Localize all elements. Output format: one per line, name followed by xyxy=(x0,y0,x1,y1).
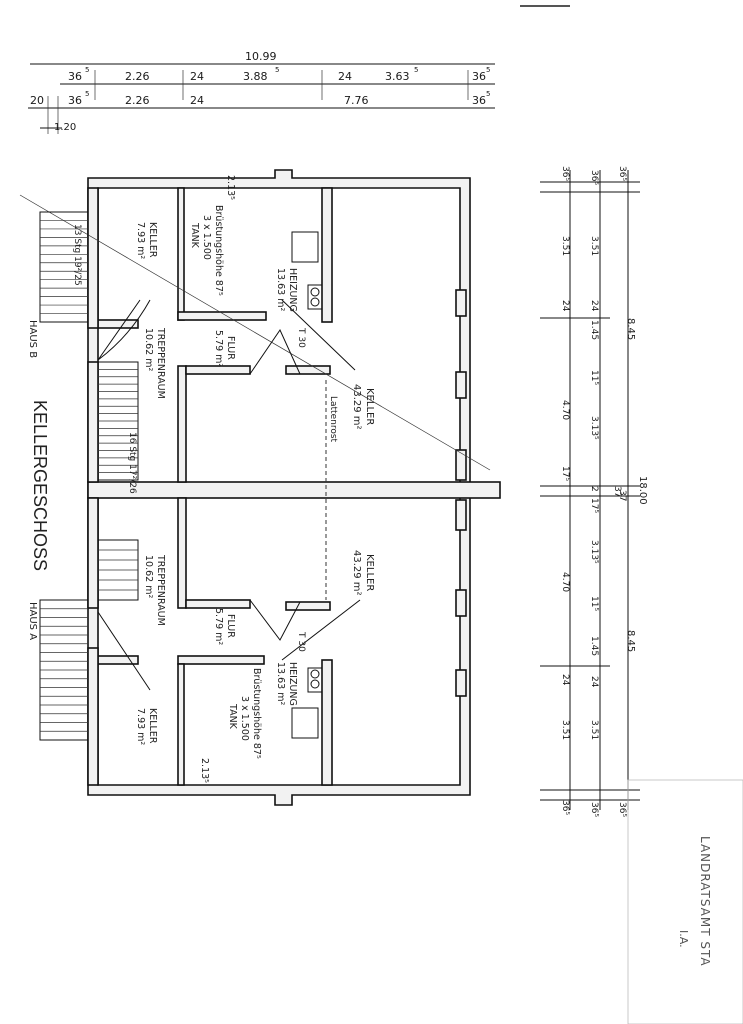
dim-col-mid-12: 3.51 xyxy=(589,720,599,740)
dim-r1-0-sup: 5 xyxy=(85,66,89,74)
dim-r2-3: 24 xyxy=(190,94,204,107)
dim-r1-1: 2.26 xyxy=(125,70,150,83)
dim-r2-5: 36 xyxy=(472,94,486,107)
dim-col-outer-1: 3.51 xyxy=(560,236,570,256)
dim-col-mid-3: 1.45 xyxy=(589,320,599,340)
dim-col-outer-3: 4.70 xyxy=(560,400,570,420)
dim-col-mid-13: 36⁵ xyxy=(589,802,599,817)
dim-col-outer-4: 17⁵ xyxy=(560,466,570,481)
dim-r2-1-sup: 5 xyxy=(85,90,89,98)
dim-col-mid-0: 36⁵ xyxy=(589,170,599,185)
dim-r1-5: 3.63 xyxy=(385,70,410,83)
dim-col-outer-7: 3.51 xyxy=(560,720,570,740)
dim-col-mid-10: 1.45 xyxy=(589,636,599,656)
dim-r2-4: 7.76 xyxy=(344,94,369,107)
dim-col-outer-0: 36⁵ xyxy=(560,166,570,181)
dim-r1-3-sup: 5 xyxy=(275,66,279,74)
stairs-haus-b xyxy=(39,211,139,481)
dim-r1-0: 36 xyxy=(68,70,82,83)
dim-r1-2: 24 xyxy=(190,70,204,83)
dim-col-mid-7: 17⁵ xyxy=(589,498,599,513)
dim-col-mid-6: 2 xyxy=(589,486,599,492)
dim-col-inner-2: 36⁵ xyxy=(617,802,627,817)
dim-r2-0: 20 xyxy=(30,94,44,107)
dim-r3: 1.20 xyxy=(54,122,76,133)
overall-width: 10.99 xyxy=(245,50,277,63)
dim-col-outer-5: 4.70 xyxy=(560,572,570,592)
dim-col-mid-4: 11⁵ xyxy=(589,370,599,385)
dim-r1-6: 36 xyxy=(472,70,486,83)
dim-col-mid-11: 24 xyxy=(589,676,599,688)
boiler-fixtures xyxy=(291,231,323,739)
dim-r2-2: 2.26 xyxy=(125,94,150,107)
dim-col-mid-5: 3.13⁵ xyxy=(589,416,599,440)
building-walls xyxy=(87,169,501,806)
dim-col-outer-2: 24 xyxy=(560,300,570,312)
dim-col-outer-6: 24 xyxy=(560,674,570,686)
right-dimension-labels: 36⁵ 3.51 24 4.70 17⁵ 4.70 24 3.51 36⁵ 36⁵ 3.51 24 1.… xyxy=(560,166,627,817)
dim-col-mid-8: 3.13⁵ xyxy=(589,540,599,564)
dim-r1-4: 24 xyxy=(338,70,352,83)
dim-col-inner-0: 36⁵ xyxy=(617,166,627,181)
dim-col-outer-8: 36⁵ xyxy=(560,800,570,815)
dim-r1-5-sup: 5 xyxy=(414,66,418,74)
dim-r2-5-sup: 5 xyxy=(486,90,490,98)
dim-col-mid-1: 3.51 xyxy=(589,236,599,256)
dim-r1-6-sup: 5 xyxy=(486,66,490,74)
right-dimensions xyxy=(540,170,640,810)
top-dimensions: 10.99 36 5 2.26 24 3.88 5 24 3.63 5 36 5… xyxy=(28,50,495,134)
dim-r2-1: 36 xyxy=(68,94,82,107)
dim-col-mid-9: 11⁵ xyxy=(589,596,599,611)
stairs-haus-a xyxy=(39,539,139,741)
dim-col-mid-2: 24 xyxy=(589,300,599,312)
dim-col-inner-1: 37 xyxy=(617,490,627,501)
door-swings xyxy=(97,299,361,691)
dim-r1-3: 3.88 xyxy=(243,70,268,83)
